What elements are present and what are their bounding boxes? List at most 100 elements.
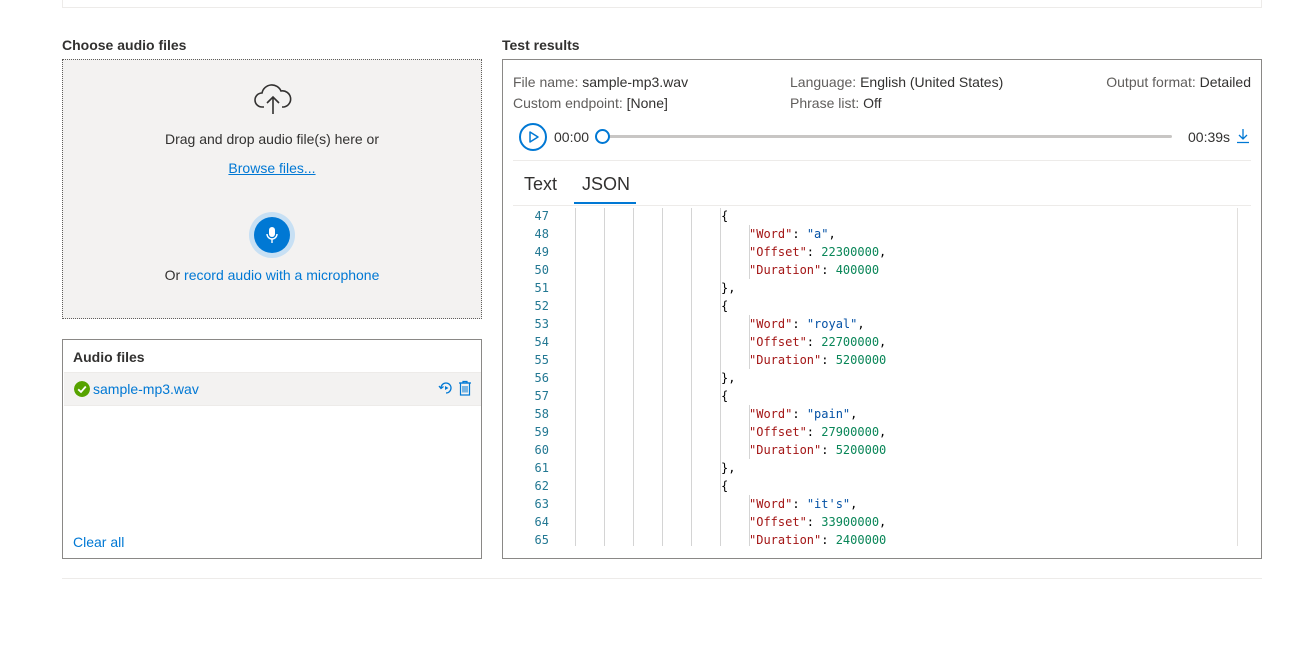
choose-audio-title: Choose audio files bbox=[62, 37, 187, 53]
code-text: "Word": "it's", bbox=[749, 495, 857, 513]
line-number: 65 bbox=[534, 533, 549, 546]
seek-thumb[interactable] bbox=[595, 129, 610, 144]
code-line: 54"Offset": 22700000, bbox=[513, 333, 1237, 351]
line-number: 59 bbox=[534, 425, 549, 439]
phrase-list-meta: Phrase list: Off bbox=[790, 95, 882, 111]
drag-drop-text: Drag and drop audio file(s) here or bbox=[164, 131, 379, 147]
tab-text[interactable]: Text bbox=[524, 174, 558, 194]
tab-json[interactable]: JSON bbox=[582, 174, 631, 194]
browse-files-link[interactable]: Browse files... bbox=[228, 160, 316, 176]
code-line: 60"Duration": 5200000 bbox=[513, 441, 1237, 459]
divider bbox=[513, 160, 1251, 161]
code-token: { bbox=[721, 389, 729, 403]
code-text: }, bbox=[721, 369, 735, 387]
code-token: : bbox=[806, 425, 822, 439]
code-text: }, bbox=[721, 459, 735, 477]
top-divider bbox=[62, 0, 1262, 8]
code-token: : bbox=[792, 497, 807, 511]
code-token: 27900000 bbox=[821, 425, 880, 439]
code-line: 49"Offset": 22300000, bbox=[513, 243, 1237, 261]
clear-all-link[interactable]: Clear all bbox=[73, 534, 125, 550]
line-number: 49 bbox=[534, 245, 549, 259]
code-token: "Offset" bbox=[749, 335, 807, 349]
code-line: 59"Offset": 27900000, bbox=[513, 423, 1237, 441]
line-number: 61 bbox=[534, 461, 549, 475]
record-prefix: Or bbox=[164, 267, 181, 283]
indent-guide bbox=[749, 315, 750, 333]
test-results-title: Test results bbox=[502, 37, 580, 53]
code-token: "Offset" bbox=[749, 245, 807, 259]
indent-guide bbox=[749, 423, 750, 441]
code-token: 5200000 bbox=[835, 443, 887, 457]
indent-guide bbox=[749, 225, 750, 243]
dropzone[interactable]: Drag and drop audio file(s) here or Brow… bbox=[62, 59, 482, 319]
code-token: : bbox=[821, 533, 836, 546]
code-text: "Offset": 22700000, bbox=[749, 333, 886, 351]
custom-endpoint-label: Custom endpoint: bbox=[513, 95, 623, 111]
code-token: : bbox=[792, 317, 807, 331]
code-text: "Duration": 5200000 bbox=[749, 351, 886, 369]
code-line: 48"Word": "a", bbox=[513, 225, 1237, 243]
trash-icon[interactable] bbox=[457, 380, 473, 396]
code-token: , bbox=[879, 245, 887, 259]
total-time: 00:39s bbox=[1188, 129, 1231, 145]
play-button[interactable] bbox=[519, 123, 547, 151]
code-token: : bbox=[806, 335, 822, 349]
code-line: 64"Offset": 33900000, bbox=[513, 513, 1237, 531]
code-line: 61}, bbox=[513, 459, 1237, 477]
audio-file-name[interactable]: sample-mp3.wav bbox=[93, 381, 199, 397]
code-line: 55 "Duration": 5200000 bbox=[513, 351, 1237, 369]
microphone-button-halo bbox=[249, 212, 295, 258]
code-token: , bbox=[850, 407, 858, 421]
code-text: { bbox=[721, 208, 728, 225]
code-token: 400000 bbox=[835, 263, 880, 277]
json-code-view[interactable]: 47{48"Word": "a",49"Offset": 22300000,50… bbox=[513, 208, 1238, 546]
code-text: "Duration": 400000 bbox=[749, 261, 879, 279]
custom-endpoint-meta: Custom endpoint: [None] bbox=[513, 95, 668, 111]
code-line: 57 { bbox=[513, 387, 1237, 405]
code-text: { bbox=[721, 477, 728, 495]
indent-guide bbox=[633, 208, 634, 546]
code-token: : bbox=[821, 263, 836, 277]
language-meta: Language: English (United States) bbox=[790, 74, 1003, 90]
line-number: 62 bbox=[534, 479, 549, 493]
download-icon[interactable] bbox=[1236, 128, 1250, 144]
code-token: , bbox=[879, 515, 887, 529]
code-token: "pain" bbox=[806, 407, 851, 421]
record-audio-link[interactable]: record audio with a microphone bbox=[184, 267, 380, 283]
code-token: "Word" bbox=[749, 227, 793, 241]
indent-guide bbox=[749, 243, 750, 261]
code-token: "Word" bbox=[749, 497, 793, 511]
file-name-value: sample-mp3.wav bbox=[582, 74, 689, 90]
line-number: 57 bbox=[534, 389, 549, 403]
line-number: 52 bbox=[534, 299, 549, 313]
seek-bar[interactable] bbox=[602, 135, 1172, 138]
indent-guide bbox=[720, 208, 721, 546]
output-format-value: Detailed bbox=[1199, 74, 1251, 90]
code-token: "Duration" bbox=[749, 263, 822, 277]
list-item[interactable]: sample-mp3.wav bbox=[64, 372, 481, 406]
code-token: "Word" bbox=[749, 317, 793, 331]
indent-guide bbox=[749, 333, 750, 351]
code-line: 47 { bbox=[513, 208, 1237, 225]
code-token: 5200000 bbox=[835, 353, 887, 367]
code-token: : bbox=[821, 353, 836, 367]
test-results-panel: File name: sample-mp3.wav Language: Engl… bbox=[502, 59, 1262, 559]
code-token: 22300000 bbox=[821, 245, 880, 259]
line-number: 48 bbox=[534, 227, 549, 241]
line-number: 47 bbox=[534, 209, 549, 223]
indent-guide bbox=[749, 531, 750, 546]
code-token: }, bbox=[721, 281, 736, 295]
code-token: "Offset" bbox=[749, 425, 807, 439]
code-line: 63"Word": "it's", bbox=[513, 495, 1237, 513]
line-number: 50 bbox=[534, 263, 549, 277]
replay-icon[interactable] bbox=[438, 380, 454, 396]
code-text: "Word": "royal", bbox=[749, 315, 865, 333]
language-label: Language: bbox=[790, 74, 857, 90]
code-text: "Duration": 5200000 bbox=[749, 441, 886, 459]
code-token: { bbox=[721, 479, 729, 493]
code-line: 50 "Duration": 400000 bbox=[513, 261, 1237, 279]
line-number: 55 bbox=[534, 353, 549, 367]
code-line: 65"Duration": 2400000 bbox=[513, 531, 1237, 546]
microphone-button[interactable] bbox=[254, 217, 290, 253]
